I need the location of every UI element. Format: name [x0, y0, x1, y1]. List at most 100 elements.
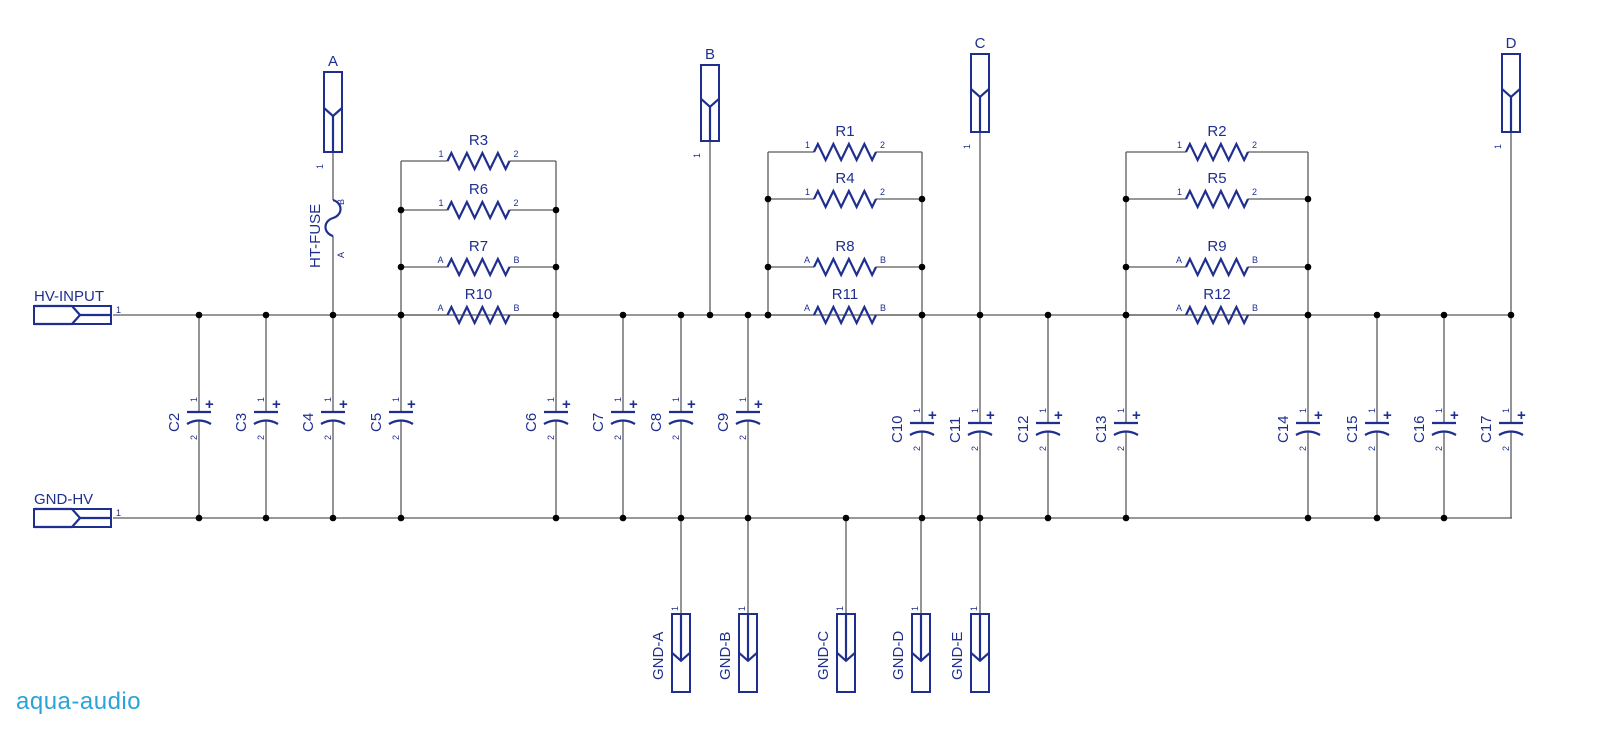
junction-dot [744, 514, 752, 522]
capacitor-c11-pin-2: 2 [970, 446, 980, 451]
junction-dots [195, 195, 1515, 522]
resistor-r2-label: R2 [1207, 123, 1226, 140]
capacitor-c16-pin-2: 2 [1434, 446, 1444, 451]
connector-gnd-d-label: GND-D [890, 631, 907, 680]
connector-gnd-e-pin: 1 [969, 606, 979, 611]
capacitor-c9-pin-1: 1 [738, 397, 748, 402]
connector-a: A1 [315, 53, 343, 169]
components: HV-INPUT1GND-HV1A1B1C1D1GND-A1GND-B1GND-… [33, 35, 1526, 693]
connector-gnd-b: GND-B1 [717, 606, 758, 693]
capacitor-c17-plate-minus [1498, 430, 1524, 436]
junction-dot [1044, 514, 1052, 522]
resistor-r3-pin-right: 2 [514, 149, 519, 159]
resistor-r6-pin-left: 1 [438, 198, 443, 208]
connector-a-label: A [328, 53, 338, 70]
junction-dot [329, 311, 337, 319]
junction-dot [1507, 311, 1515, 319]
capacitor-c5-plus-sign: + [407, 396, 416, 413]
capacitor-c10-pin-2: 2 [912, 446, 922, 451]
resistor-r4-pin-left: 1 [805, 187, 810, 197]
capacitor-c5-label: C5 [368, 413, 385, 432]
capacitor-c2-plus-sign: + [205, 396, 214, 413]
capacitor-c13-label: C13 [1093, 415, 1110, 443]
capacitor-c2-pin-1: 1 [189, 397, 199, 402]
capacitor-c15-plate-minus [1364, 430, 1390, 436]
resistor-r8-pin-right: B [880, 255, 886, 265]
capacitor-c16-plate-minus [1431, 430, 1457, 436]
capacitor-c4-plus-sign: + [339, 396, 348, 413]
resistor-r2-zigzag [1185, 141, 1249, 163]
fuse-symbol [324, 198, 342, 238]
resistor-r2-pin-left: 1 [1177, 140, 1182, 150]
junction-dot [552, 514, 560, 522]
junction-dot [552, 206, 560, 214]
capacitor-c7-pin-1: 1 [613, 397, 623, 402]
fuse-pin-a: A [336, 252, 346, 258]
capacitor-c8-label: C8 [648, 413, 665, 432]
resistor-r7-pin-left: A [437, 255, 443, 265]
junction-dot [706, 311, 714, 319]
capacitor-c12-pin-1: 1 [1038, 408, 1048, 413]
capacitor-c4-pin-2: 2 [323, 435, 333, 440]
capacitor-c7-plus-sign: + [629, 396, 638, 413]
resistor-r1-zigzag [813, 141, 877, 163]
capacitor-c2-pin-2: 2 [189, 435, 199, 440]
resistor-r10-zigzag [446, 304, 511, 326]
junction-dot [619, 311, 627, 319]
capacitor-c11-pin-1: 1 [970, 408, 980, 413]
capacitor-c7-label: C7 [590, 413, 607, 432]
capacitor-c14-label: C14 [1275, 415, 1292, 443]
capacitor-c17-pin-2: 2 [1501, 446, 1511, 451]
connector-gnd-b-label: GND-B [717, 632, 734, 680]
capacitor-c8-plate-minus [668, 419, 694, 425]
resistor-r6-label: R6 [469, 181, 488, 198]
hv-input-connector-pin: 1 [116, 305, 121, 315]
fuse-label: HT-FUSE [307, 204, 324, 268]
junction-dot [329, 514, 337, 522]
resistor-r3-label: R3 [469, 132, 488, 149]
capacitor-c4-label: C4 [300, 413, 317, 432]
connector-gnd-a-label: GND-A [650, 632, 667, 680]
junction-dot [677, 311, 685, 319]
connector-gnd-e-label: GND-E [949, 632, 966, 680]
capacitor-c10-plate-minus [909, 430, 935, 436]
capacitor-c13-pin-2: 2 [1116, 446, 1126, 451]
resistor-r1-pin-left: 1 [805, 140, 810, 150]
resistor-r9-pin-left: A [1176, 255, 1182, 265]
resistor-r11-zigzag [813, 304, 877, 326]
capacitor-c15-plus-sign: + [1383, 407, 1392, 424]
junction-dot [262, 514, 270, 522]
capacitor-c9-plate-minus [735, 419, 761, 425]
junction-dot [976, 311, 984, 319]
junction-dot [195, 311, 203, 319]
junction-dot [397, 311, 405, 319]
capacitor-c15-label: C15 [1344, 415, 1361, 443]
capacitor-c10-label: C10 [889, 415, 906, 443]
resistor-r10-label: R10 [465, 286, 493, 303]
junction-dot [1304, 311, 1312, 319]
capacitor-c2-plate-minus [186, 419, 212, 425]
resistor-r4-pin-right: 2 [880, 187, 885, 197]
gnd-hv-connector: GND-HV1 [33, 491, 121, 529]
resistor-r11-pin-left: A [804, 303, 810, 313]
resistor-r5-zigzag [1185, 188, 1249, 210]
junction-dot [918, 514, 926, 522]
junction-dot [1122, 311, 1130, 319]
resistor-r7-zigzag [446, 256, 511, 278]
capacitor-c5-plate-minus [388, 419, 414, 425]
connector-c: C1 [962, 35, 990, 149]
capacitor-c7-plate-minus [610, 419, 636, 425]
resistor-r5-pin-left: 1 [1177, 187, 1182, 197]
